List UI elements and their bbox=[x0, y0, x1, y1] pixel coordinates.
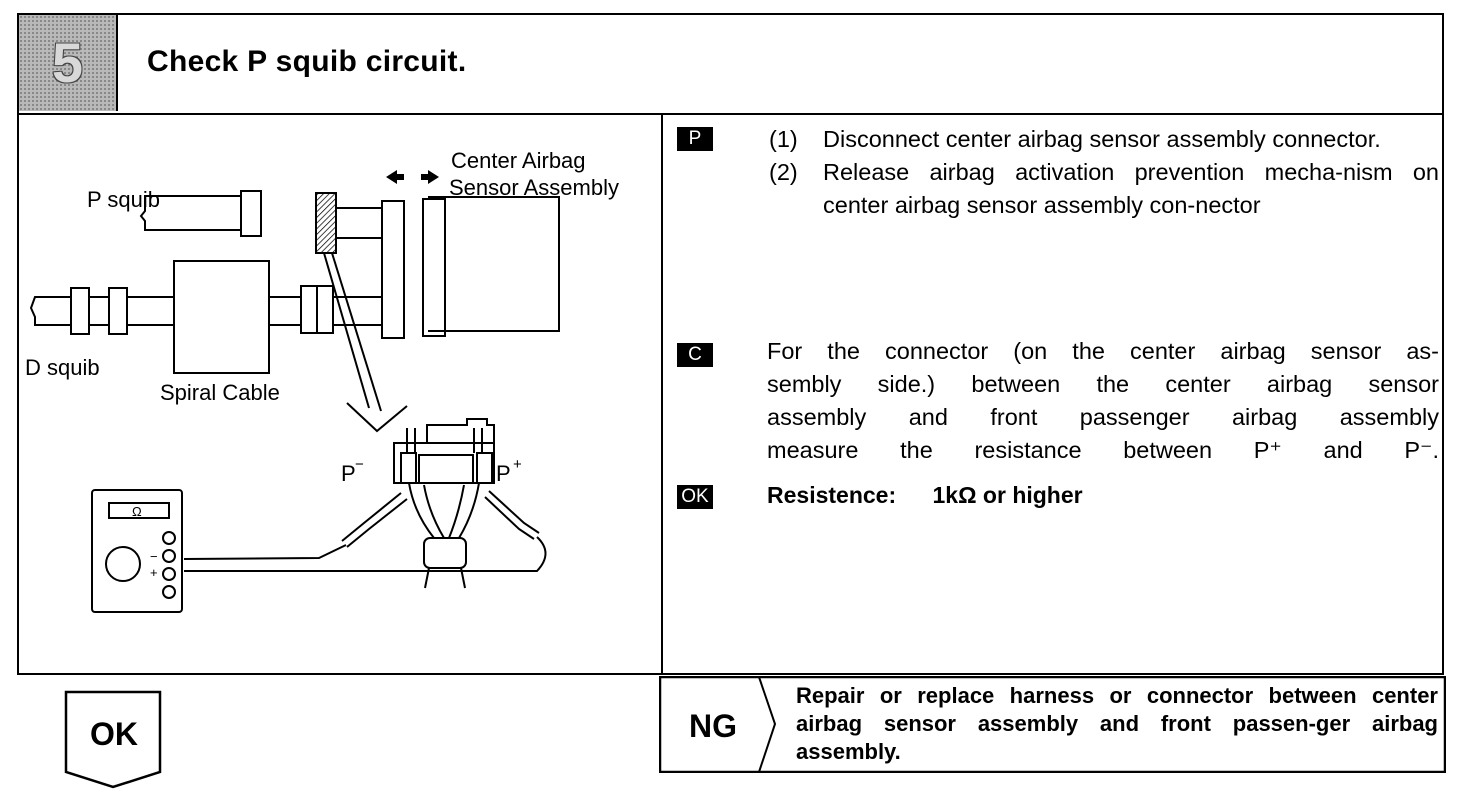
diagram-svg: P squib D squib Spiral Cable Center Airb… bbox=[25, 148, 619, 613]
p-minus-sup: − bbox=[355, 456, 364, 473]
meter-plus-label: + bbox=[150, 565, 158, 580]
procedure-panel: P (1) Disconnect center airbag sensor as… bbox=[663, 113, 1442, 673]
ok-result-pointer bbox=[64, 690, 162, 789]
ohm-icon: Ω bbox=[132, 504, 142, 519]
ok-spec: Resistence: 1kΩ or higher bbox=[767, 482, 1113, 509]
step-number: 5 bbox=[51, 31, 84, 94]
check-tag: C bbox=[677, 343, 713, 367]
ng-result-box bbox=[659, 676, 1446, 773]
center-airbag-label-2: Sensor Assembly bbox=[449, 175, 619, 200]
prepare-tag: P bbox=[677, 127, 713, 151]
p-plus-sup: + bbox=[513, 456, 522, 473]
airbag-connector-closeup bbox=[393, 418, 495, 589]
ng-result-message: Repair or replace harness or connector b… bbox=[796, 683, 1438, 764]
step-header: 5 Check P squib circuit. bbox=[19, 15, 1442, 115]
meter-probes bbox=[183, 490, 547, 572]
p-squib-harness-connector bbox=[315, 192, 337, 254]
prepare-step-2: (2) Release airbag activation prevention… bbox=[769, 159, 1439, 218]
p-squib-label: P squib bbox=[87, 187, 160, 212]
p-minus-label: P bbox=[341, 461, 356, 486]
double-arrow-icon bbox=[386, 170, 439, 184]
prepare-steps: (1) Disconnect center airbag sensor asse… bbox=[769, 123, 1439, 222]
ng-result-label: NG bbox=[689, 708, 737, 744]
multimeter bbox=[91, 489, 183, 613]
meter-minus-label: − bbox=[150, 549, 158, 564]
spiral-cable-box bbox=[173, 260, 270, 374]
wiring-diagram: P squib D squib Spiral Cable Center Airb… bbox=[19, 113, 661, 673]
p-squib-connector bbox=[139, 190, 262, 237]
ok-result-label: OK bbox=[90, 716, 138, 752]
center-airbag-sensor-assembly bbox=[422, 196, 560, 337]
step-frame: 5 Check P squib circuit. bbox=[17, 13, 1444, 675]
center-airbag-label-1: Center Airbag bbox=[451, 148, 586, 173]
p-plus-label: P bbox=[496, 461, 511, 486]
sensor-connector-plate bbox=[381, 200, 405, 339]
check-instructions: For the connector (on the center airbag … bbox=[767, 338, 1439, 463]
prepare-step-1: (1) Disconnect center airbag sensor asse… bbox=[769, 126, 1381, 152]
step-title: Check P squib circuit. bbox=[147, 45, 467, 78]
d-squib-connector bbox=[29, 287, 174, 335]
d-squib-label: D squib bbox=[25, 355, 100, 380]
spec-label: Resistence: bbox=[767, 482, 897, 508]
ok-tag: OK bbox=[677, 485, 713, 509]
spec-value: 1kΩ or higher bbox=[932, 482, 1083, 508]
spiral-cable-label: Spiral Cable bbox=[160, 380, 280, 405]
step-number-box bbox=[19, 15, 118, 111]
column-divider bbox=[661, 113, 663, 673]
